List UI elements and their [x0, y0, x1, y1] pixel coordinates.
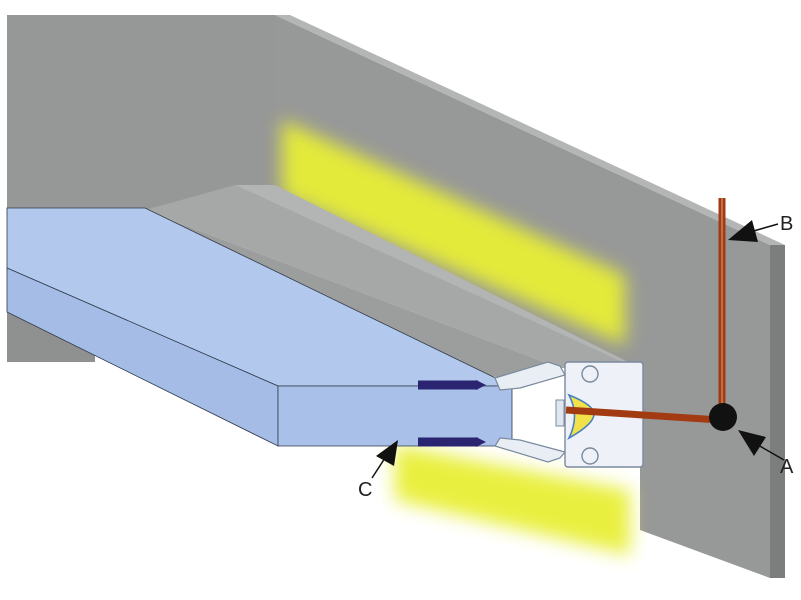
- profile-clamp-lower: [494, 437, 567, 463]
- side-wall-top-edge: [275, 15, 785, 245]
- callout-b: B: [728, 213, 793, 242]
- cable-to-profile: [565, 406, 721, 424]
- groove-inner: [235, 185, 640, 370]
- cable-connector-icon: [709, 403, 737, 431]
- led-lens-icon: [567, 393, 595, 440]
- profile-hook-bottom: [581, 447, 599, 465]
- upper-light-glow: [282, 120, 625, 345]
- pointer-c-line: [371, 457, 386, 479]
- callout-label-a: A: [780, 456, 794, 478]
- arrow-pointer-icon: [738, 430, 766, 456]
- callout-label-b: B: [780, 213, 793, 235]
- callouts: A B C: [358, 213, 794, 501]
- led-strip: [555, 399, 565, 427]
- insert-arrows: [418, 380, 486, 447]
- profile-hook-top: [581, 365, 599, 383]
- callout-c: C: [358, 440, 398, 501]
- pointer-a-line: [757, 444, 785, 461]
- side-wall-end: [770, 245, 785, 578]
- back-wall-face: [7, 15, 275, 210]
- power-cable: [565, 198, 737, 431]
- callout-label-c: C: [358, 479, 372, 501]
- lower-light-glow: [395, 445, 630, 555]
- glass-shelf: [6, 207, 513, 447]
- shelf-front-edge: [277, 385, 513, 447]
- arrow-pointer-icon: [728, 220, 758, 242]
- groove-upper-face: [145, 185, 640, 368]
- arrow-pointer-icon: [376, 440, 398, 466]
- callout-a: A: [738, 430, 794, 478]
